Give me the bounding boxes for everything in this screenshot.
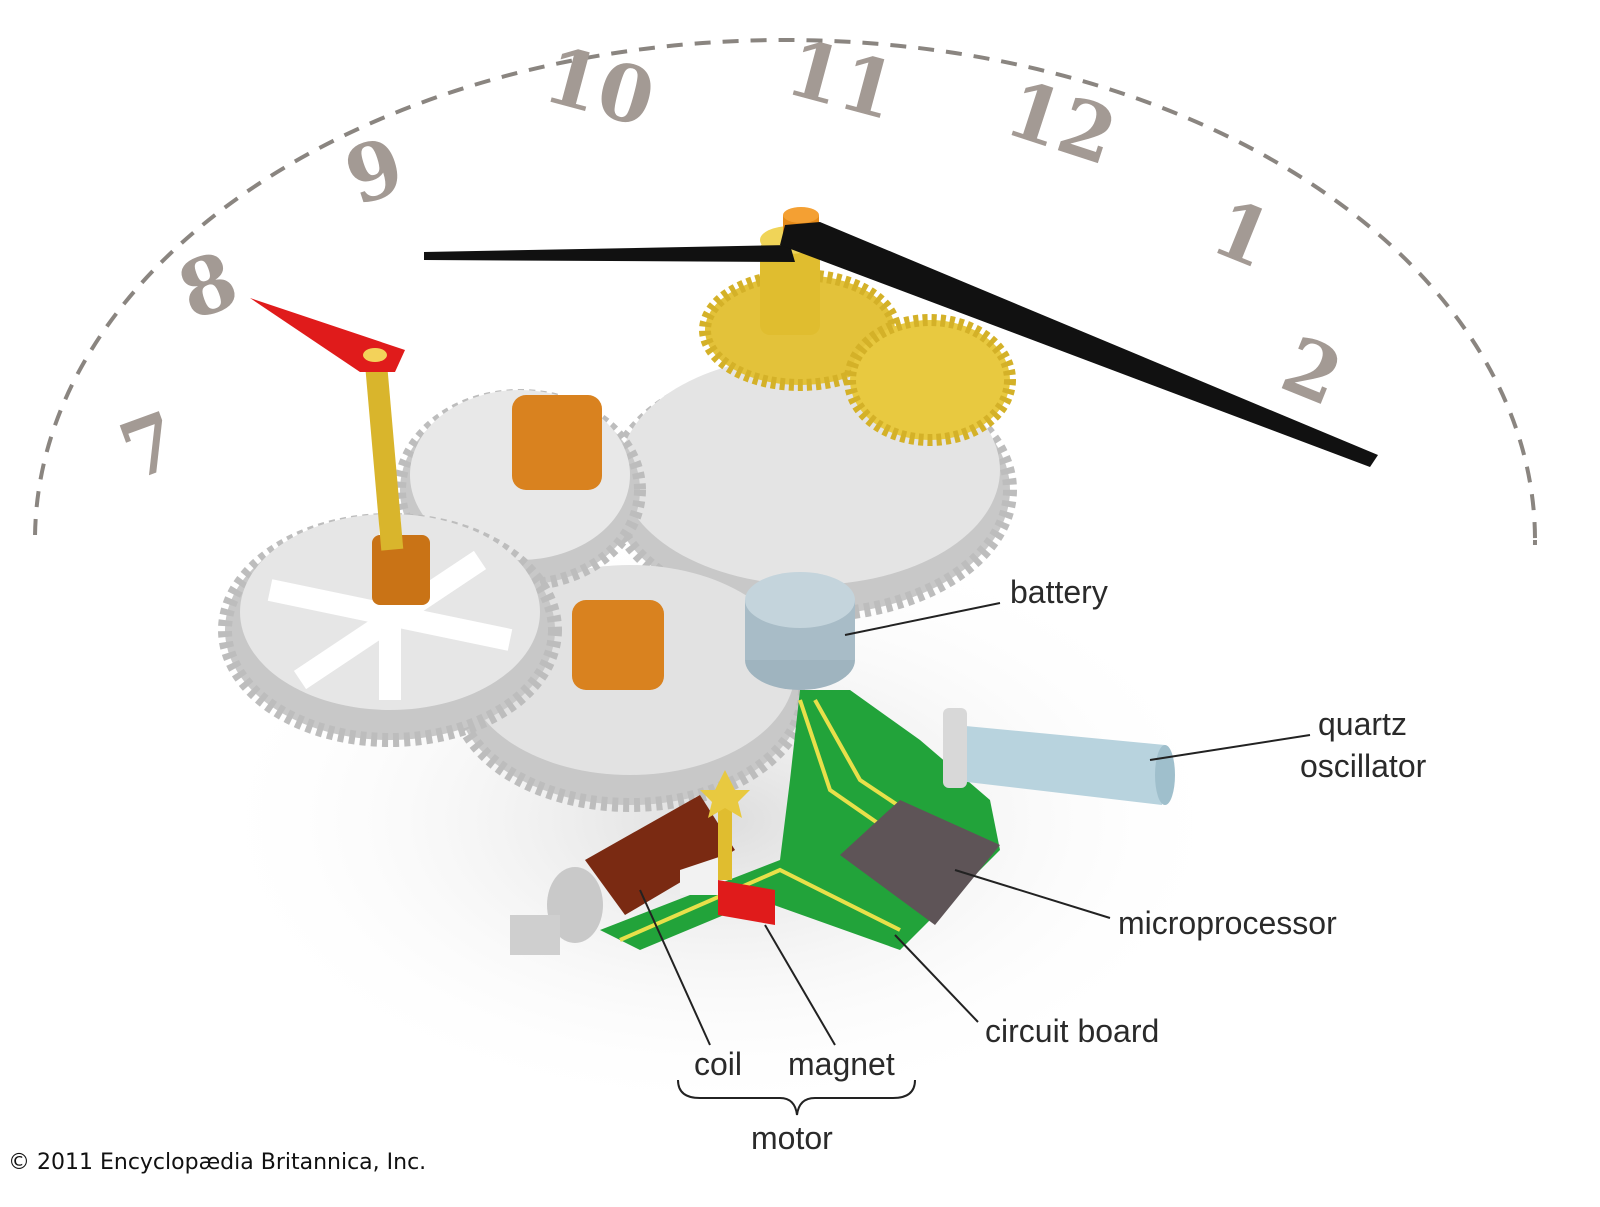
numeral-12: 12 — [995, 63, 1126, 183]
dial-ring — [33, 38, 1537, 545]
pinion — [512, 395, 602, 490]
quartz-oscillator — [943, 708, 1175, 805]
second-hand — [250, 298, 405, 372]
numeral-2: 2 — [1270, 319, 1354, 424]
label-magnet: magnet — [788, 1046, 895, 1082]
second-hand-arbor — [364, 359, 404, 551]
numeral-11: 11 — [777, 22, 905, 138]
minute-hand — [424, 245, 795, 262]
label-microprocessor: microprocessor — [1118, 905, 1337, 941]
label-battery: battery — [1010, 574, 1108, 610]
label-oscillator: oscillator — [1300, 748, 1427, 784]
numeral-1: 1 — [1200, 182, 1284, 287]
copyright: © 2011 Encyclopædia Britannica, Inc. — [8, 1150, 427, 1175]
pinion — [572, 600, 664, 690]
leader-lines — [639, 602, 1311, 1116]
numeral-9: 9 — [335, 120, 415, 223]
numeral-8: 8 — [167, 234, 249, 338]
motor — [510, 770, 775, 955]
label-circuit-board: circuit board — [985, 1013, 1160, 1049]
hour-hand — [780, 222, 1378, 467]
numeral-10: 10 — [535, 29, 663, 145]
label-quartz: quartz — [1318, 706, 1407, 742]
microprocessor — [840, 800, 1000, 925]
pinion — [372, 535, 430, 605]
label-coil: coil — [694, 1046, 743, 1082]
motor-brace — [677, 1079, 916, 1116]
label-motor: motor — [751, 1120, 833, 1156]
gear-spoked-front — [218, 513, 562, 747]
battery — [745, 572, 855, 690]
numeral-7: 7 — [109, 395, 191, 499]
